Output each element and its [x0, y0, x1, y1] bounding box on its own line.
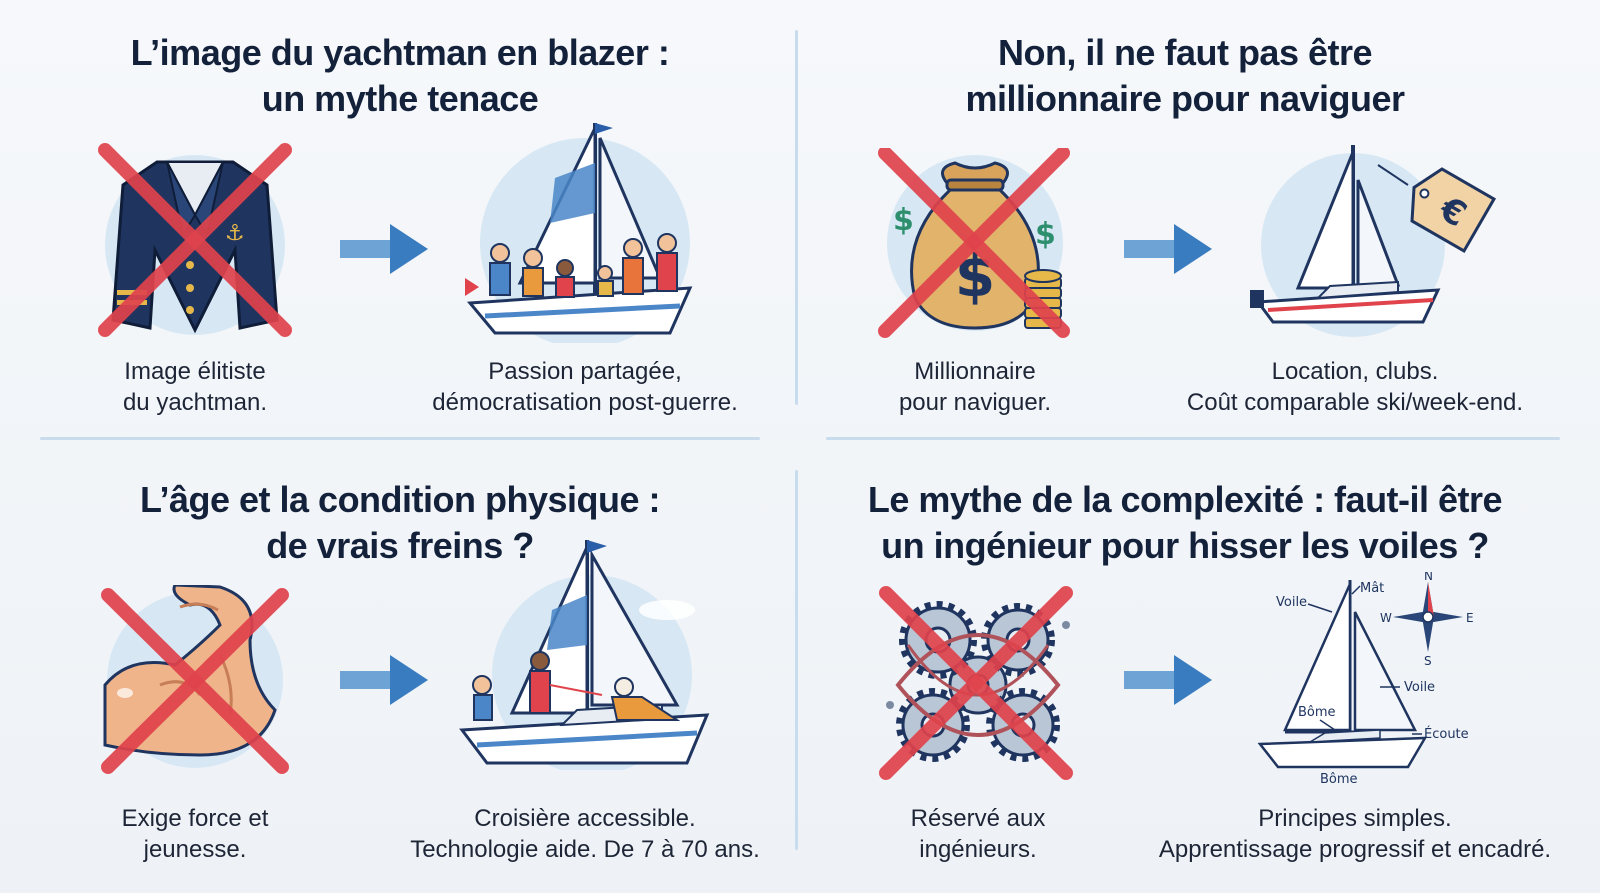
panel-millionaire-myth: Non, il ne faut pas être millionnaire po…: [800, 0, 1600, 446]
svg-text:Voile: Voile: [1276, 595, 1307, 610]
crowded-sailboat-icon: [455, 118, 715, 343]
svg-text:Bôme: Bôme: [1298, 705, 1336, 720]
caption-line-1: Exige force et: [121, 805, 269, 832]
panel-title-line-2: millionnaire pour naviguer: [965, 78, 1405, 119]
panel-title-line-1: Le mythe de la complexité : faut-il être: [867, 479, 1503, 520]
svg-text:⚓: ⚓: [225, 221, 245, 246]
caption-line-1: Location, clubs.: [1271, 358, 1439, 385]
arrow-right-icon: [338, 222, 430, 276]
panel-title-line-1: L’image du yachtman en blazer :: [130, 32, 670, 73]
compass-icon: N S E W: [1380, 572, 1474, 668]
divider-vertical-top: [795, 30, 798, 405]
arrow-right-icon: [338, 653, 430, 707]
panel-title: Le mythe de la complexité : faut-il être…: [785, 477, 1585, 569]
panel-title: L’âge et la condition physique : de vrai…: [0, 477, 800, 569]
svg-text:Voile: Voile: [1404, 680, 1435, 695]
svg-text:W: W: [1380, 611, 1392, 625]
flexed-arm-icon: [100, 585, 290, 775]
panel-complexity-myth: Le mythe de la complexité : faut-il être…: [800, 447, 1600, 893]
panel-yachtman-myth: L’image du yachtman en blazer : un mythe…: [0, 0, 800, 446]
panel-title-line-2: un mythe tenace: [261, 78, 539, 119]
blazer-icon: ⚓: [95, 140, 295, 340]
caption-line-1: Millionnaire: [914, 358, 1036, 385]
caption-right: Location, clubs. Coût comparable ski/wee…: [1170, 356, 1540, 418]
panel-title-line-2: un ingénieur pour hisser les voiles ?: [881, 525, 1489, 566]
caption-line-1: Réservé aux: [910, 805, 1046, 832]
caption-line-2: pour naviguer.: [898, 389, 1052, 416]
caption-line-2: Apprentissage progressif et encadré.: [1158, 836, 1552, 863]
panel-title-line-1: L’âge et la condition physique :: [139, 479, 661, 520]
svg-text:Mât: Mât: [1360, 581, 1384, 596]
caption-right: Croisière accessible. Technologie aide. …: [395, 803, 775, 865]
caption-line-1: Image élitiste: [124, 358, 266, 385]
caption-line-2: jeunesse.: [143, 836, 247, 863]
sailboat-price-tag-icon: €: [1248, 140, 1498, 340]
panel-title-line-2: de vrais freins ?: [266, 525, 534, 566]
svg-text:Écoute: Écoute: [1424, 726, 1469, 742]
caption-line-2: du yachtman.: [122, 389, 268, 416]
panel-age-fitness: L’âge et la condition physique : de vrai…: [0, 447, 800, 893]
divider-horizontal-left: [40, 437, 760, 440]
caption-line-2: démocratisation post-guerre.: [432, 389, 738, 416]
svg-text:E: E: [1466, 611, 1474, 625]
arrow-right-icon: [1122, 222, 1214, 276]
panel-title: Non, il ne faut pas être millionnaire po…: [785, 30, 1585, 122]
divider-horizontal-right: [826, 437, 1560, 440]
sailboat-diagram-icon: Voile Mât Voile Bôme Écoute Bôme N S E W: [1240, 572, 1480, 787]
svg-text:Bôme: Bôme: [1320, 772, 1358, 787]
caption-line-1: Principes simples.: [1258, 805, 1452, 832]
caption-left: Exige force et jeunesse.: [95, 803, 295, 865]
panel-title: L’image du yachtman en blazer : un mythe…: [0, 30, 800, 122]
svg-text:$: $: [1035, 217, 1056, 252]
caption-line-2: Coût comparable ski/week-end.: [1186, 389, 1524, 416]
gears-icon: [878, 585, 1078, 780]
caption-line-1: Passion partagée,: [488, 358, 682, 385]
caption-left: Millionnaire pour naviguer.: [875, 356, 1075, 418]
money-bag-icon: $ $ $: [875, 148, 1075, 338]
caption-line-1: Croisière accessible.: [474, 805, 696, 832]
svg-text:S: S: [1424, 654, 1432, 668]
svg-text:N: N: [1424, 572, 1433, 583]
caption-left: Image élitiste du yachtman.: [95, 356, 295, 418]
caption-line-2: ingénieurs.: [919, 836, 1037, 863]
caption-left: Réservé aux ingénieurs.: [878, 803, 1078, 865]
arrow-right-icon: [1122, 653, 1214, 707]
divider-vertical-bottom: [795, 470, 798, 850]
panel-title-line-1: Non, il ne faut pas être: [997, 32, 1373, 73]
caption-right: Passion partagée, démocratisation post-g…: [405, 356, 765, 418]
family-sailboat-icon: [452, 535, 717, 770]
caption-right: Principes simples. Apprentissage progres…: [1155, 803, 1555, 865]
svg-text:$: $: [893, 203, 914, 238]
caption-line-2: Technologie aide. De 7 à 70 ans.: [410, 836, 760, 863]
